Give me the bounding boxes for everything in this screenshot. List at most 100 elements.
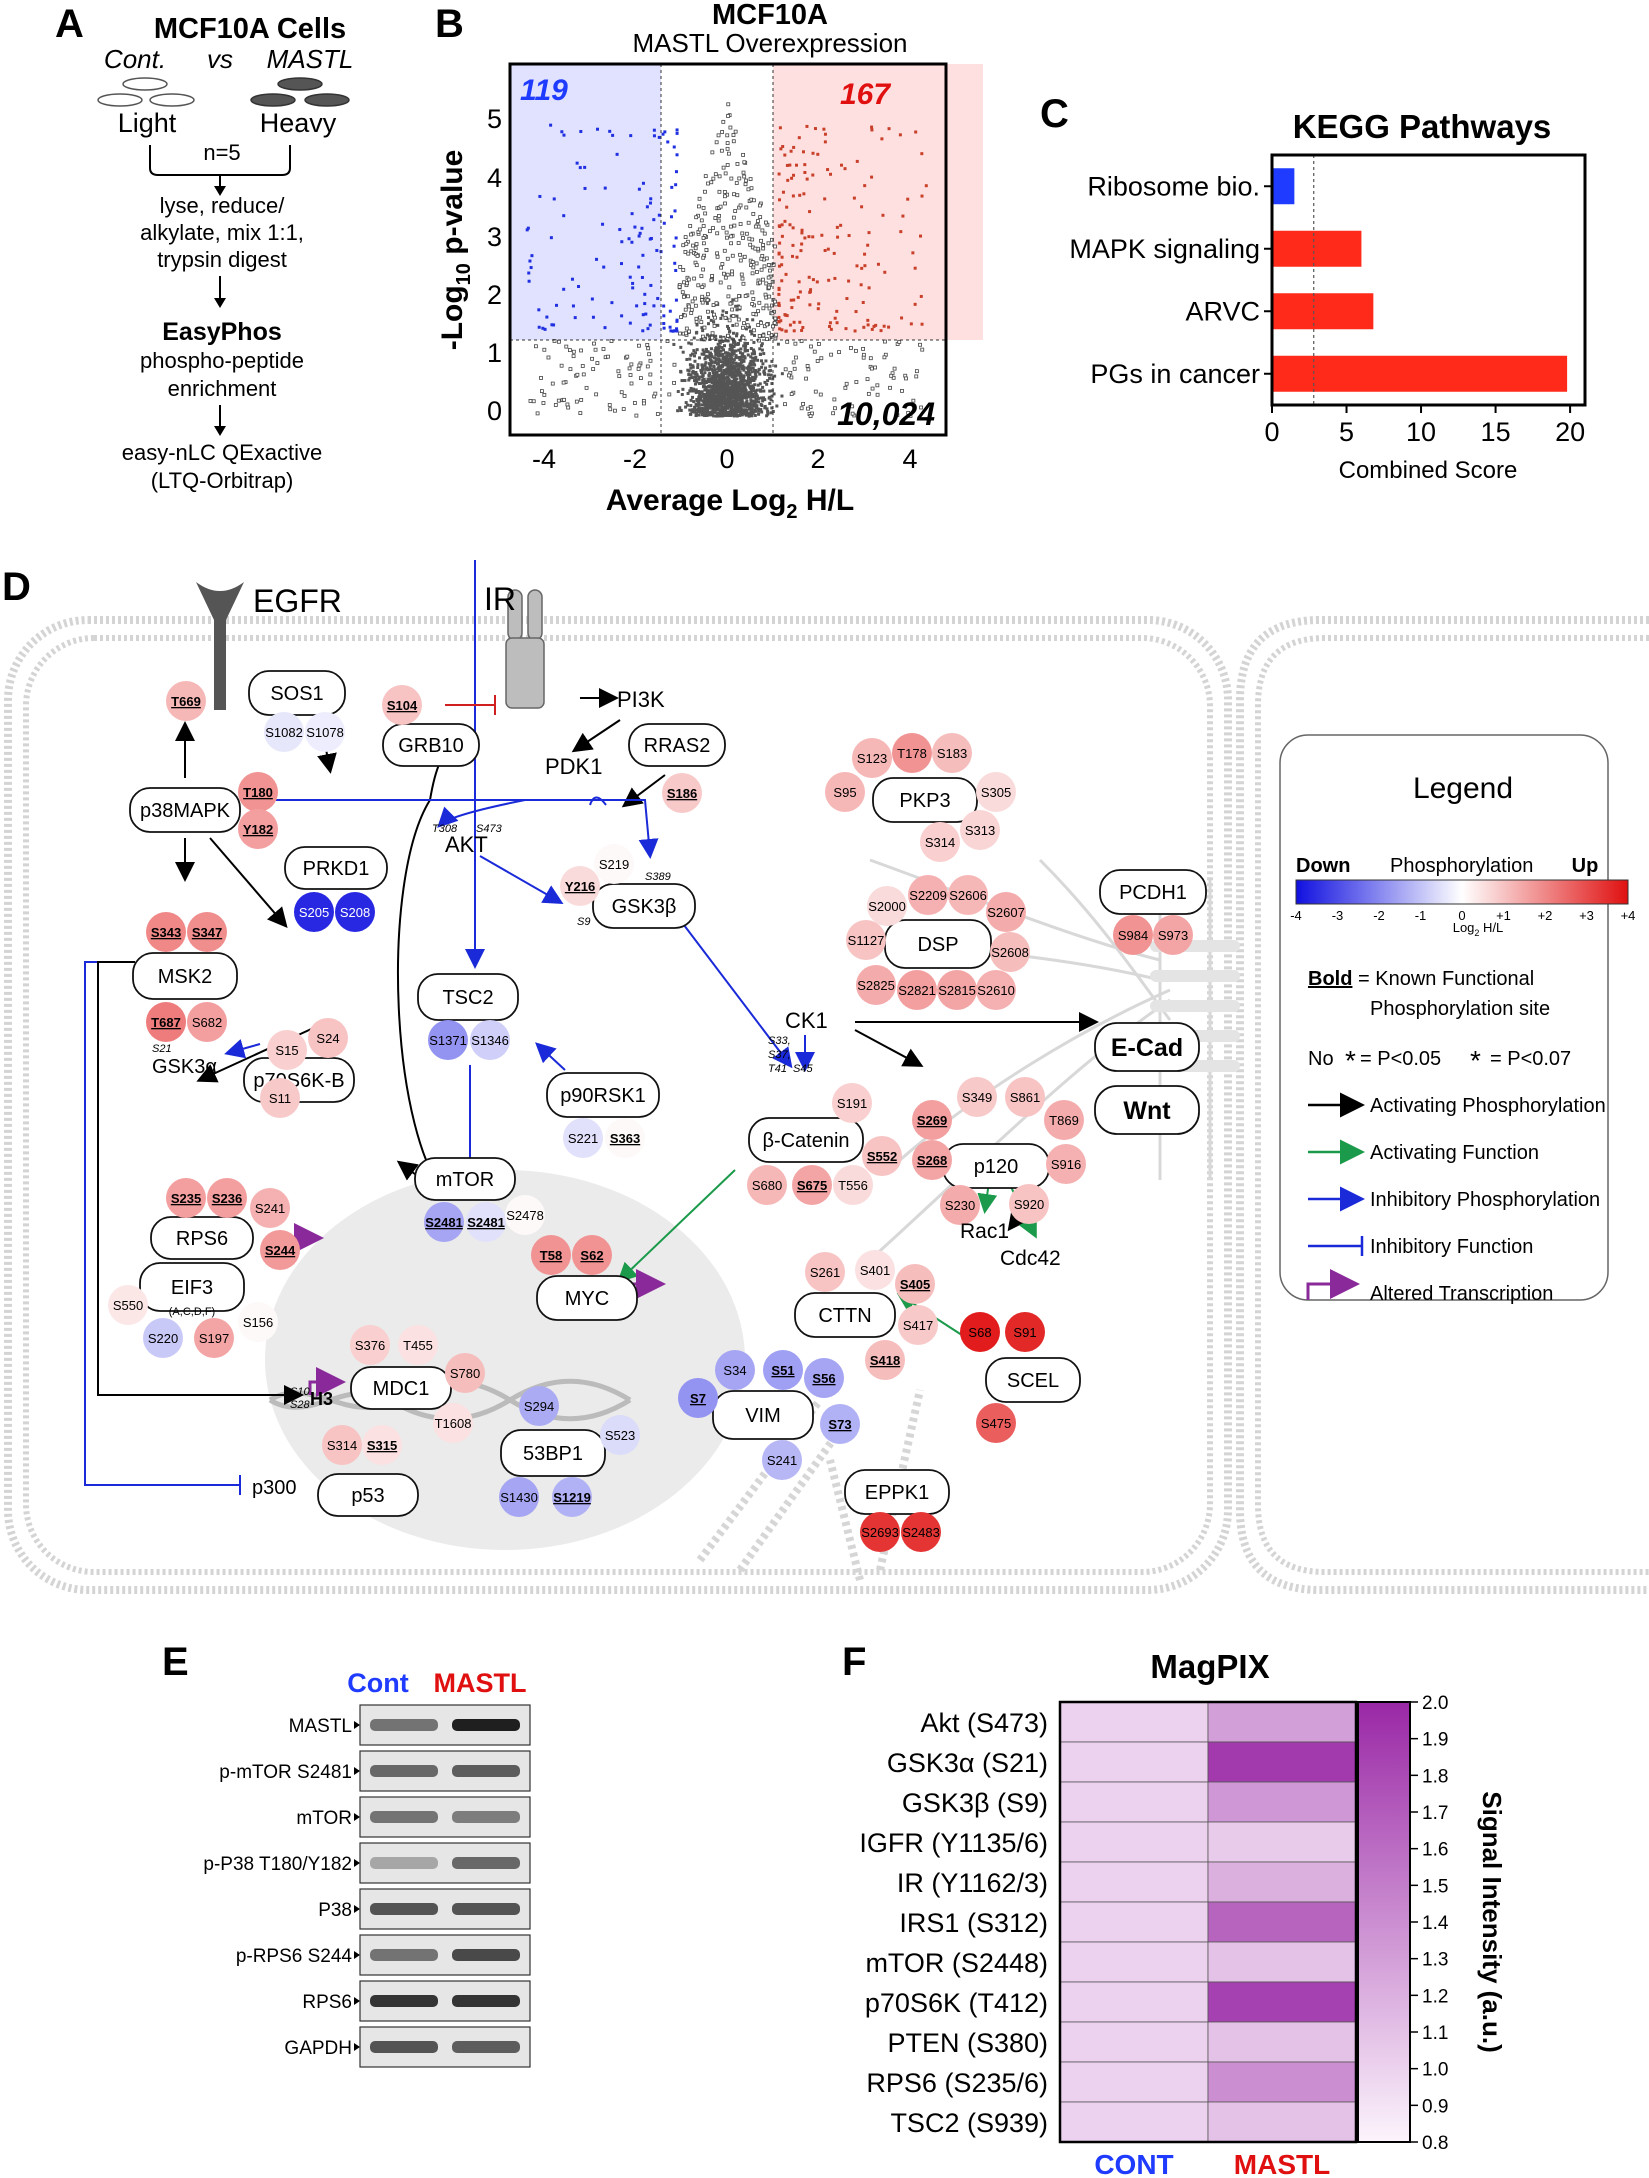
- volcano-point: [672, 362, 677, 367]
- volcano-point: [757, 400, 761, 404]
- volcano-point: [721, 376, 725, 380]
- volcano-point-up: [816, 307, 820, 311]
- volcano-point: [806, 367, 811, 372]
- volcano-point-down: [596, 127, 600, 131]
- volcano-point: [773, 374, 777, 378]
- volcano-point: [738, 351, 742, 355]
- volcano-point: [756, 383, 760, 387]
- volcano-point: [707, 354, 711, 358]
- volcano-point-up: [826, 168, 830, 172]
- volcano-point: [738, 375, 742, 379]
- volcano-point: [705, 404, 709, 408]
- volcano-point: [709, 278, 714, 283]
- volcano-point: [689, 311, 694, 315]
- volcano-point: [679, 315, 683, 319]
- light-dishes: [97, 77, 195, 107]
- volcano-point: [695, 330, 699, 334]
- node-sublabel-eif3: (A,C,D,F): [169, 1306, 215, 1318]
- volcano-point: [748, 366, 752, 370]
- volcano-point: [818, 392, 823, 397]
- volcano-point: [704, 397, 708, 401]
- volcano-point: [694, 377, 698, 381]
- volcano-point: [528, 399, 533, 403]
- heatmap-row-label: GSK3β (S9): [902, 1788, 1048, 1818]
- mastl-header: MASTL: [434, 1668, 527, 1698]
- volcano-point-up: [874, 323, 878, 327]
- phospho-site: [862, 1136, 902, 1176]
- volcano-point: [701, 224, 706, 228]
- volcano-point-up: [811, 151, 815, 155]
- volcano-point: [728, 354, 732, 358]
- volcano-point: [729, 314, 733, 318]
- phospho-site-label: S314: [327, 1438, 357, 1453]
- volcano-point: [843, 385, 848, 390]
- volcano-point: [735, 162, 740, 166]
- volcano-point: [720, 346, 724, 350]
- volcano-point: [627, 366, 632, 371]
- volcano-point: [722, 405, 726, 409]
- volcano-point: [697, 196, 702, 201]
- phospho-site: [912, 1140, 952, 1180]
- volcano-point: [697, 227, 702, 232]
- volcano-point: [709, 180, 714, 185]
- volcano-point: [746, 404, 750, 408]
- volcano-point-up: [853, 329, 857, 333]
- volcano-point: [743, 347, 747, 351]
- volcano-point: [697, 204, 701, 209]
- phospho-site: [572, 1235, 612, 1275]
- volcano-point-up: [852, 196, 856, 200]
- pdk1-label: PDK1: [545, 754, 602, 779]
- volcano-point: [870, 386, 875, 391]
- volcano-point: [724, 356, 728, 360]
- volcano-point: [752, 333, 756, 337]
- volcano-point-up: [803, 170, 807, 174]
- phospho-site: [238, 772, 278, 812]
- volcano-point: [707, 362, 711, 366]
- volcano-point: [739, 410, 743, 414]
- volcano-point: [744, 409, 748, 413]
- volcano-point: [775, 404, 779, 408]
- phospho-site-label: S315: [367, 1438, 397, 1453]
- volcano-point-down: [668, 325, 672, 329]
- phospho-site: [466, 1202, 506, 1242]
- volcano-point-up: [789, 298, 793, 302]
- volcano-point-down: [674, 268, 678, 272]
- volcano-point: [590, 356, 594, 361]
- volcano-point: [695, 348, 699, 352]
- volcano-point-down: [643, 292, 647, 296]
- volcano-point: [550, 381, 555, 386]
- phospho-site-label: T58: [540, 1248, 562, 1263]
- volcano-point: [690, 410, 694, 414]
- volcano-point: [726, 357, 730, 361]
- volcano-point: [756, 370, 760, 374]
- volcano-point: [731, 392, 735, 396]
- volcano-point: [568, 367, 573, 372]
- volcano-point: [717, 189, 722, 194]
- volcano-point-down: [631, 286, 635, 290]
- volcano-point-down: [633, 225, 637, 229]
- volcano-point-down: [552, 197, 556, 201]
- volcano-point-down: [526, 226, 530, 230]
- volcano-point: [732, 351, 736, 355]
- volcano-point-down: [635, 304, 639, 308]
- volcano-point: [768, 268, 772, 273]
- phospho-site-label: S405: [900, 1277, 930, 1292]
- volcano-point-down: [662, 314, 666, 318]
- volcano-point: [706, 395, 710, 399]
- phospho-site: [605, 1118, 645, 1158]
- volcano-point-up: [803, 163, 807, 167]
- volcano-point: [695, 253, 700, 258]
- volcano-point: [568, 348, 572, 353]
- volcano-point-down: [595, 257, 599, 261]
- volcano-point: [726, 396, 730, 400]
- colorbar-tick: 1.8: [1422, 1766, 1448, 1787]
- colorbar-tick: 1.6: [1422, 1840, 1448, 1861]
- volcano-point: [744, 401, 748, 405]
- volcano-point: [701, 329, 705, 333]
- volcano-point-down: [675, 131, 679, 135]
- volcano-point: [763, 372, 767, 376]
- volcano-point: [712, 356, 716, 360]
- heatmap-title: MagPIX: [1150, 1648, 1269, 1685]
- volcano-point: [768, 395, 772, 399]
